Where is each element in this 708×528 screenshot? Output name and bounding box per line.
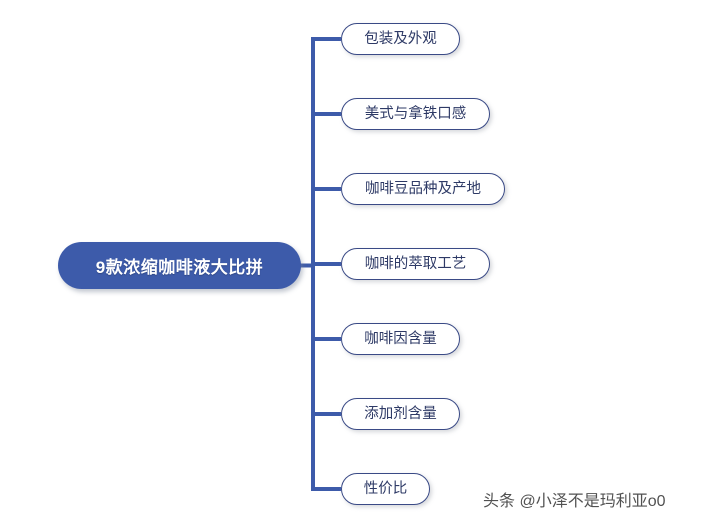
branch-node-label: 咖啡因含量 xyxy=(364,330,437,347)
branch-node[interactable]: 包装及外观 xyxy=(341,23,460,55)
branch-node[interactable]: 咖啡因含量 xyxy=(341,323,460,355)
watermark-text: 头条 @小泽不是玛利亚o0 xyxy=(483,493,666,510)
branch-node-label: 性价比 xyxy=(363,480,408,497)
branch-node[interactable]: 咖啡的萃取工艺 xyxy=(341,248,490,280)
branch-node[interactable]: 性价比 xyxy=(341,473,430,505)
root-node[interactable]: 9款浓缩咖啡液大比拼 xyxy=(58,242,301,289)
branch-node-label: 咖啡豆品种及产地 xyxy=(365,180,481,197)
branch-node-label: 咖啡的萃取工艺 xyxy=(364,255,467,272)
branch-node-label: 添加剂含量 xyxy=(364,405,437,422)
branch-node[interactable]: 美式与拿铁口感 xyxy=(341,98,490,130)
branch-node-label: 包装及外观 xyxy=(364,30,437,47)
root-node-label: 9款浓缩咖啡液大比拼 xyxy=(95,258,264,277)
branch-node[interactable]: 咖啡豆品种及产地 xyxy=(341,173,505,205)
branch-node-label: 美式与拿铁口感 xyxy=(364,105,467,122)
branch-node[interactable]: 添加剂含量 xyxy=(341,398,460,430)
